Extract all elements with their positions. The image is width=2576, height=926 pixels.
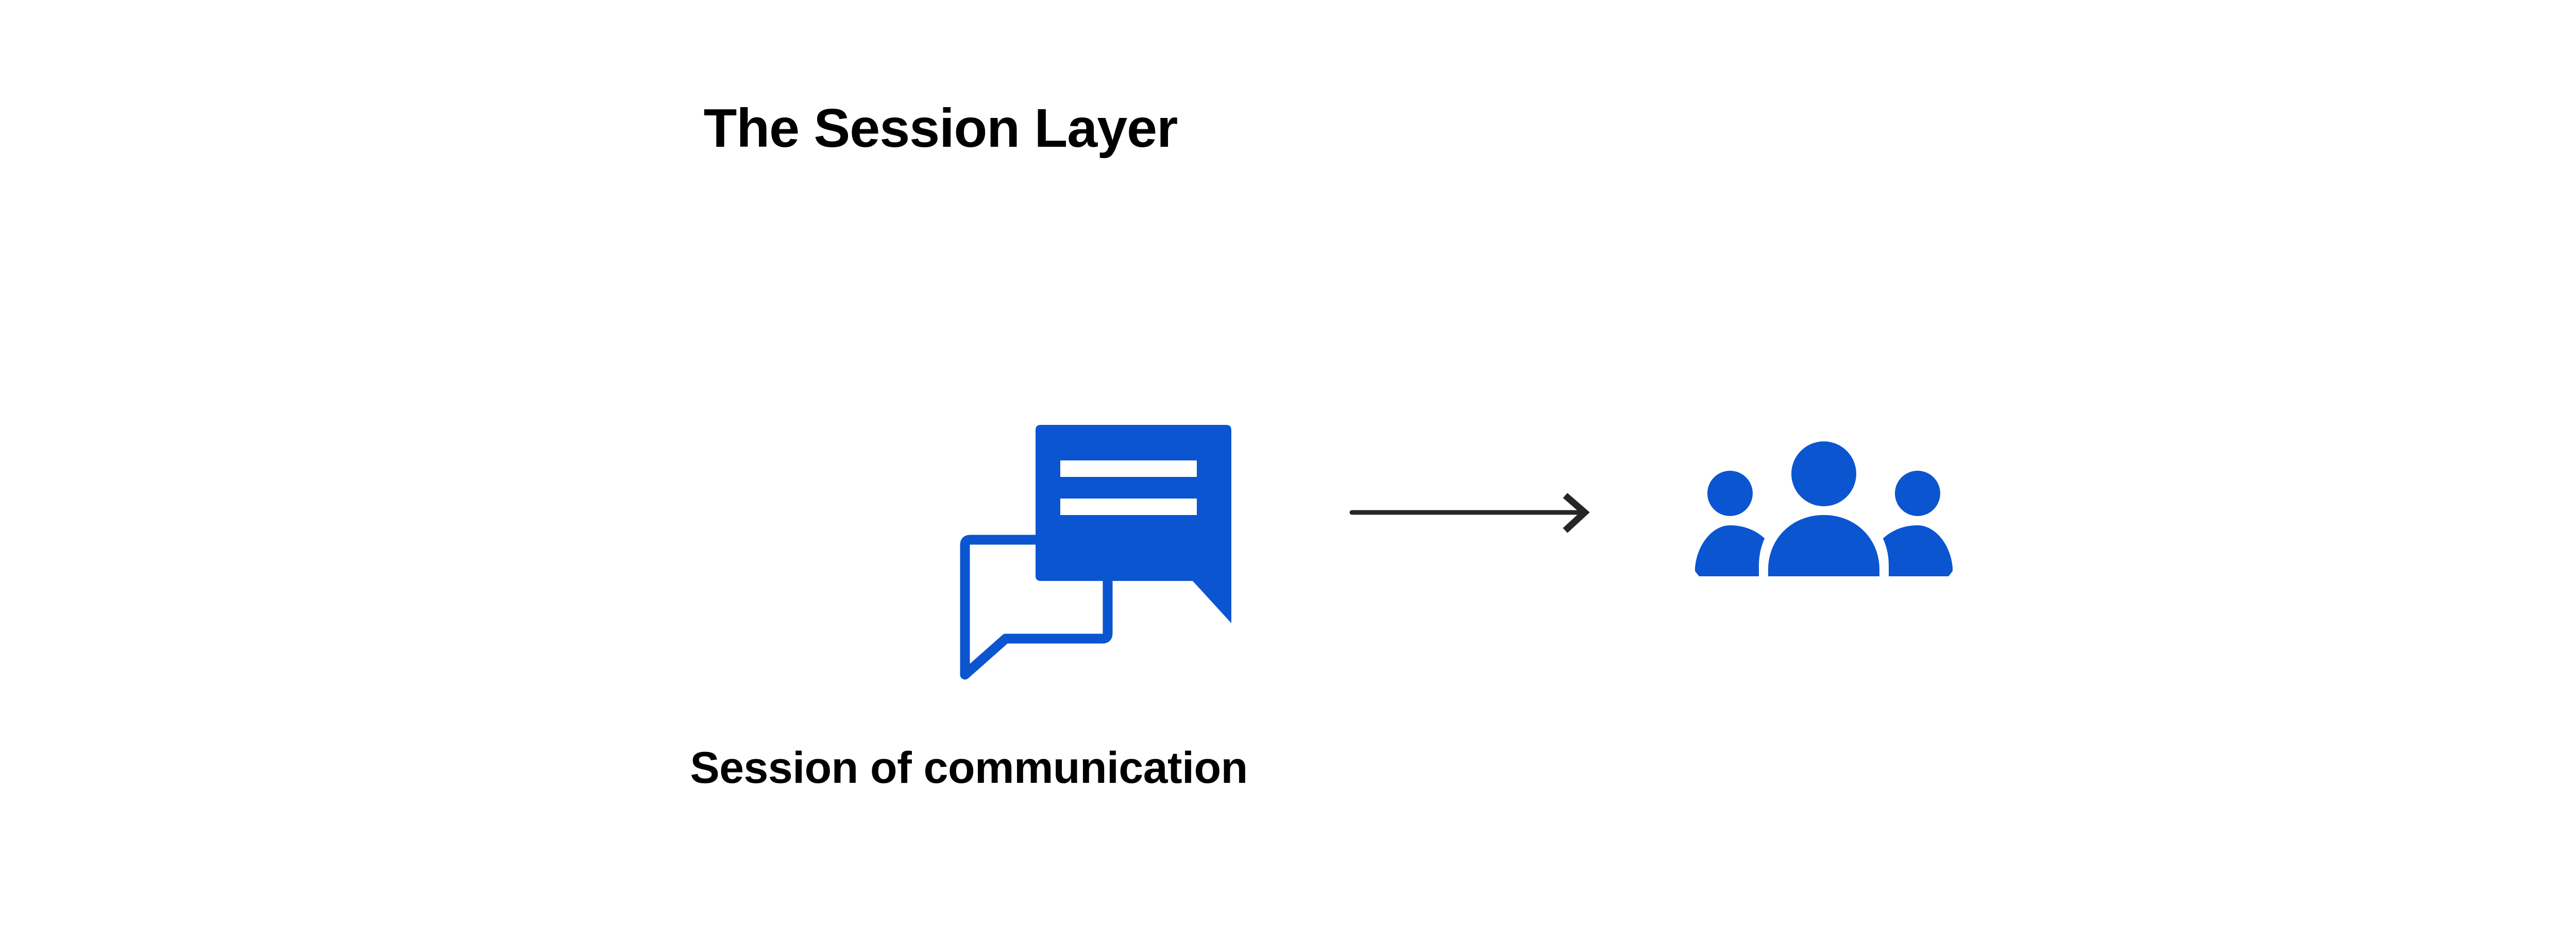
person-left: [1695, 471, 1778, 576]
chat-bubble-filled: [1036, 425, 1231, 623]
diagram-caption: Session of communication: [0, 746, 2576, 790]
page-title: The Session Layer: [0, 101, 2576, 156]
chat-bubbles-icon: [958, 417, 1236, 680]
page-title-text: The Session Layer: [703, 98, 1178, 159]
person-right: [1869, 471, 1953, 576]
arrow-right-icon: [1345, 484, 1597, 546]
people-group-icon: [1695, 435, 1953, 585]
person-center: [1768, 441, 1879, 576]
diagram-caption-text: Session of communication: [690, 743, 1248, 793]
chat-line-1: [1060, 460, 1197, 477]
chat-bubble-outline: [960, 535, 1113, 680]
chat-line-2: [1060, 499, 1197, 515]
